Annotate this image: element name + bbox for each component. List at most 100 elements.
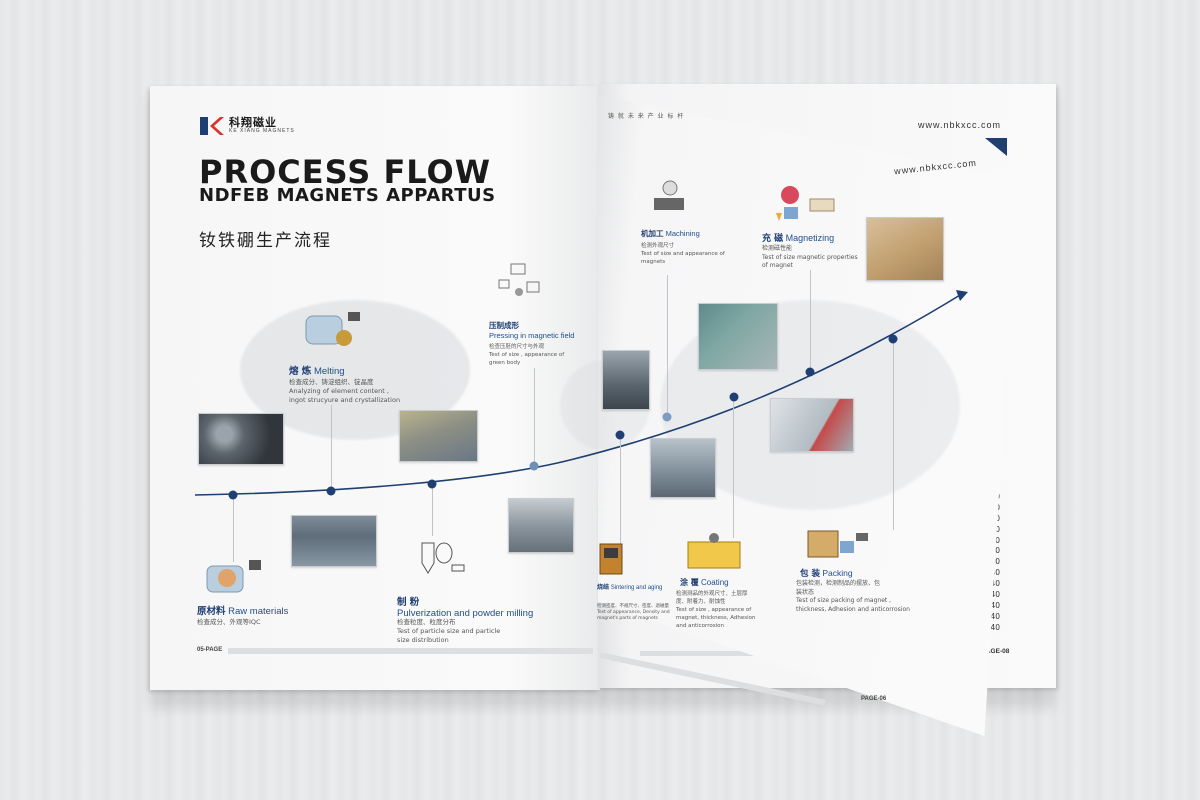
step-packing-cn: 包 装 xyxy=(800,569,820,579)
step-powder-cn: 制 粉 xyxy=(397,597,420,608)
desc-line: Test of particle size and particle xyxy=(397,627,501,635)
step-coating-desc: 检测测品的外观尺寸、土层厚 度、附着力、耐蚀性 Test of size , a… xyxy=(676,590,756,630)
connector-melting xyxy=(331,405,332,491)
melting-furnace-photo xyxy=(291,515,377,567)
corner-accent xyxy=(985,138,1007,156)
page-subtitle: NDFEB MAGNETS APPARTUS xyxy=(199,185,496,206)
machining-workshop-photo xyxy=(698,303,778,370)
desc-line: green body xyxy=(489,360,521,366)
magnetizing-equipment-photo xyxy=(770,398,854,452)
desc-line: 装状态 xyxy=(796,588,815,596)
sintering-icon xyxy=(599,543,623,575)
powder-plant-photo xyxy=(399,410,478,462)
desc-line: Test of size and appearance of xyxy=(641,251,725,257)
page-title: PROCESS FLOW xyxy=(199,153,492,191)
step-raw-cn: 原材料 xyxy=(197,606,226,617)
step-pressing-en: Pressing in magnetic field xyxy=(489,331,575,340)
step-melting-cn: 熔 炼 xyxy=(289,366,312,377)
step-magnetizing-en: Magnetizing xyxy=(785,233,835,243)
step-pressing-cn: 压制成形 xyxy=(489,321,519,330)
step-pressing-desc: 检查压胚的尺寸与外观 Test of size , appearance of … xyxy=(489,343,564,367)
step-powder-desc: 检查粒度、粒度分布 Test of particle size and part… xyxy=(397,618,500,645)
pulverization-icon xyxy=(421,542,465,574)
step-sintering-en: Sintering and aging xyxy=(610,585,663,591)
right-page-tagline: 铸 就 未 来 产 业 标 杆 xyxy=(608,113,685,120)
step-melting-en: Melting xyxy=(313,366,345,377)
step-magnetizing-cn: 充 磁 xyxy=(762,234,784,244)
coating-line-photo xyxy=(650,438,716,498)
packing-boxes-photo xyxy=(866,217,944,281)
connector-sintering xyxy=(620,436,621,546)
step-machining-en: Machining xyxy=(665,229,700,238)
desc-line: magnets xyxy=(641,259,666,265)
desc-line: Test of size , appearance of xyxy=(489,352,565,358)
connector-coating xyxy=(733,398,734,538)
desc-line: 检查粒度、粒度分布 xyxy=(397,618,456,626)
desc-line: 包装检测，检测制品的摆放、包 xyxy=(796,580,881,587)
coating-icon xyxy=(687,533,741,569)
desc-line: 度、附着力、耐蚀性 xyxy=(676,599,726,605)
left-footer-bar xyxy=(228,648,593,654)
desc-line: 检测测品的外观尺寸、土层厚 xyxy=(676,591,748,597)
desc-line: 检测密度、不规尺寸、密度、退磁量 xyxy=(597,604,669,609)
connector-machining xyxy=(667,275,668,417)
step-coating-en: Coating xyxy=(701,578,729,587)
step-machining-cn: 机加工 xyxy=(641,229,664,238)
step-raw-en: Raw materials xyxy=(228,606,289,617)
desc-line: Analyzing of element content , xyxy=(289,387,389,395)
raw-materials-photo xyxy=(198,413,284,465)
step-magnetizing-desc: 检测磁性能 Test of size magnetic properties o… xyxy=(762,245,858,271)
desc-line: Test of size packing of magnet , xyxy=(796,597,892,604)
connector-magnetizing xyxy=(810,270,811,372)
step-machining-desc: 检测外观尺寸 Test of size and appearance of ma… xyxy=(641,242,725,266)
step-packing-en: Packing xyxy=(822,568,853,578)
desc-line: 检测外观尺寸 xyxy=(641,243,675,249)
pressing-icon xyxy=(498,263,540,296)
timeline-dot xyxy=(326,486,336,496)
step-packing-desc: 包装检测，检测制品的摆放、包 装状态 Test of size packing … xyxy=(796,580,910,614)
machining-icon xyxy=(654,180,684,210)
step-coating-cn: 涂 覆 xyxy=(680,578,699,587)
page-number-under: PAGE-08 xyxy=(982,648,1010,655)
step-packing-title: 包 装 Packing xyxy=(800,567,853,579)
timeline-dot xyxy=(888,334,898,344)
raw-material-icon xyxy=(206,560,261,593)
left-page-number: 05-PAGE xyxy=(197,647,223,653)
desc-line: size distribution xyxy=(397,636,449,644)
desc-line: Test of size magnetic properties xyxy=(762,253,858,261)
desc-line: magnet, thickness, Adhesion xyxy=(676,615,756,621)
desc-line: 检查成分、铸淀组织、锭晶度 xyxy=(289,378,374,386)
step-powder-en: Pulverization and powder milling xyxy=(397,608,534,619)
timeline-dot xyxy=(805,367,815,377)
step-raw-desc: 检查成分、外观等IQC xyxy=(197,618,261,626)
desc-line: 检查压胚的尺寸与外观 xyxy=(489,344,545,350)
desc-line: 检测磁性能 xyxy=(762,245,793,252)
step-sintering-cn: 烧结 xyxy=(597,584,610,591)
step-coating-title: 涂 覆 Coating xyxy=(680,577,729,588)
timeline-dot xyxy=(729,392,739,402)
step-melting-desc: 检查成分、铸淀组织、锭晶度 Analyzing of element conte… xyxy=(289,378,400,405)
melting-furnace-icon xyxy=(305,312,360,346)
desc-line: ingot strucyure and crystallization xyxy=(289,396,401,404)
magnetizing-icon xyxy=(776,186,835,221)
step-raw-title: 原材料 Raw materials xyxy=(197,603,288,617)
step-sintering-desc: 检测密度、不规尺寸、密度、退磁量 Test of appearance, Den… xyxy=(597,604,670,622)
timeline-dot xyxy=(427,479,437,489)
connector-powder xyxy=(432,484,433,536)
timeline-dot xyxy=(228,490,238,500)
step-powder-title: 制 粉 Pulverization and powder milling xyxy=(397,594,533,619)
packing-icon xyxy=(807,530,868,558)
desc-line: Test of appearance, Density and xyxy=(597,610,670,615)
brand-name-cn: 科翔磁业 xyxy=(229,116,277,129)
page-title-cn: 钕铁硼生产流程 xyxy=(199,231,332,251)
timeline-dot xyxy=(529,461,539,471)
sintering-furnace-photo xyxy=(602,350,650,410)
connector-raw xyxy=(233,496,234,562)
connector-pressing xyxy=(534,368,535,466)
step-machining-title: 机加工 Machining xyxy=(641,228,700,239)
step-pressing-title: 压制成形 Pressing in magnetic field xyxy=(489,320,574,340)
step-sintering-title: 烧结 Sintering and aging xyxy=(597,582,662,591)
timeline-dot xyxy=(662,412,672,422)
right-page-number: PAGE-06 xyxy=(861,696,887,702)
